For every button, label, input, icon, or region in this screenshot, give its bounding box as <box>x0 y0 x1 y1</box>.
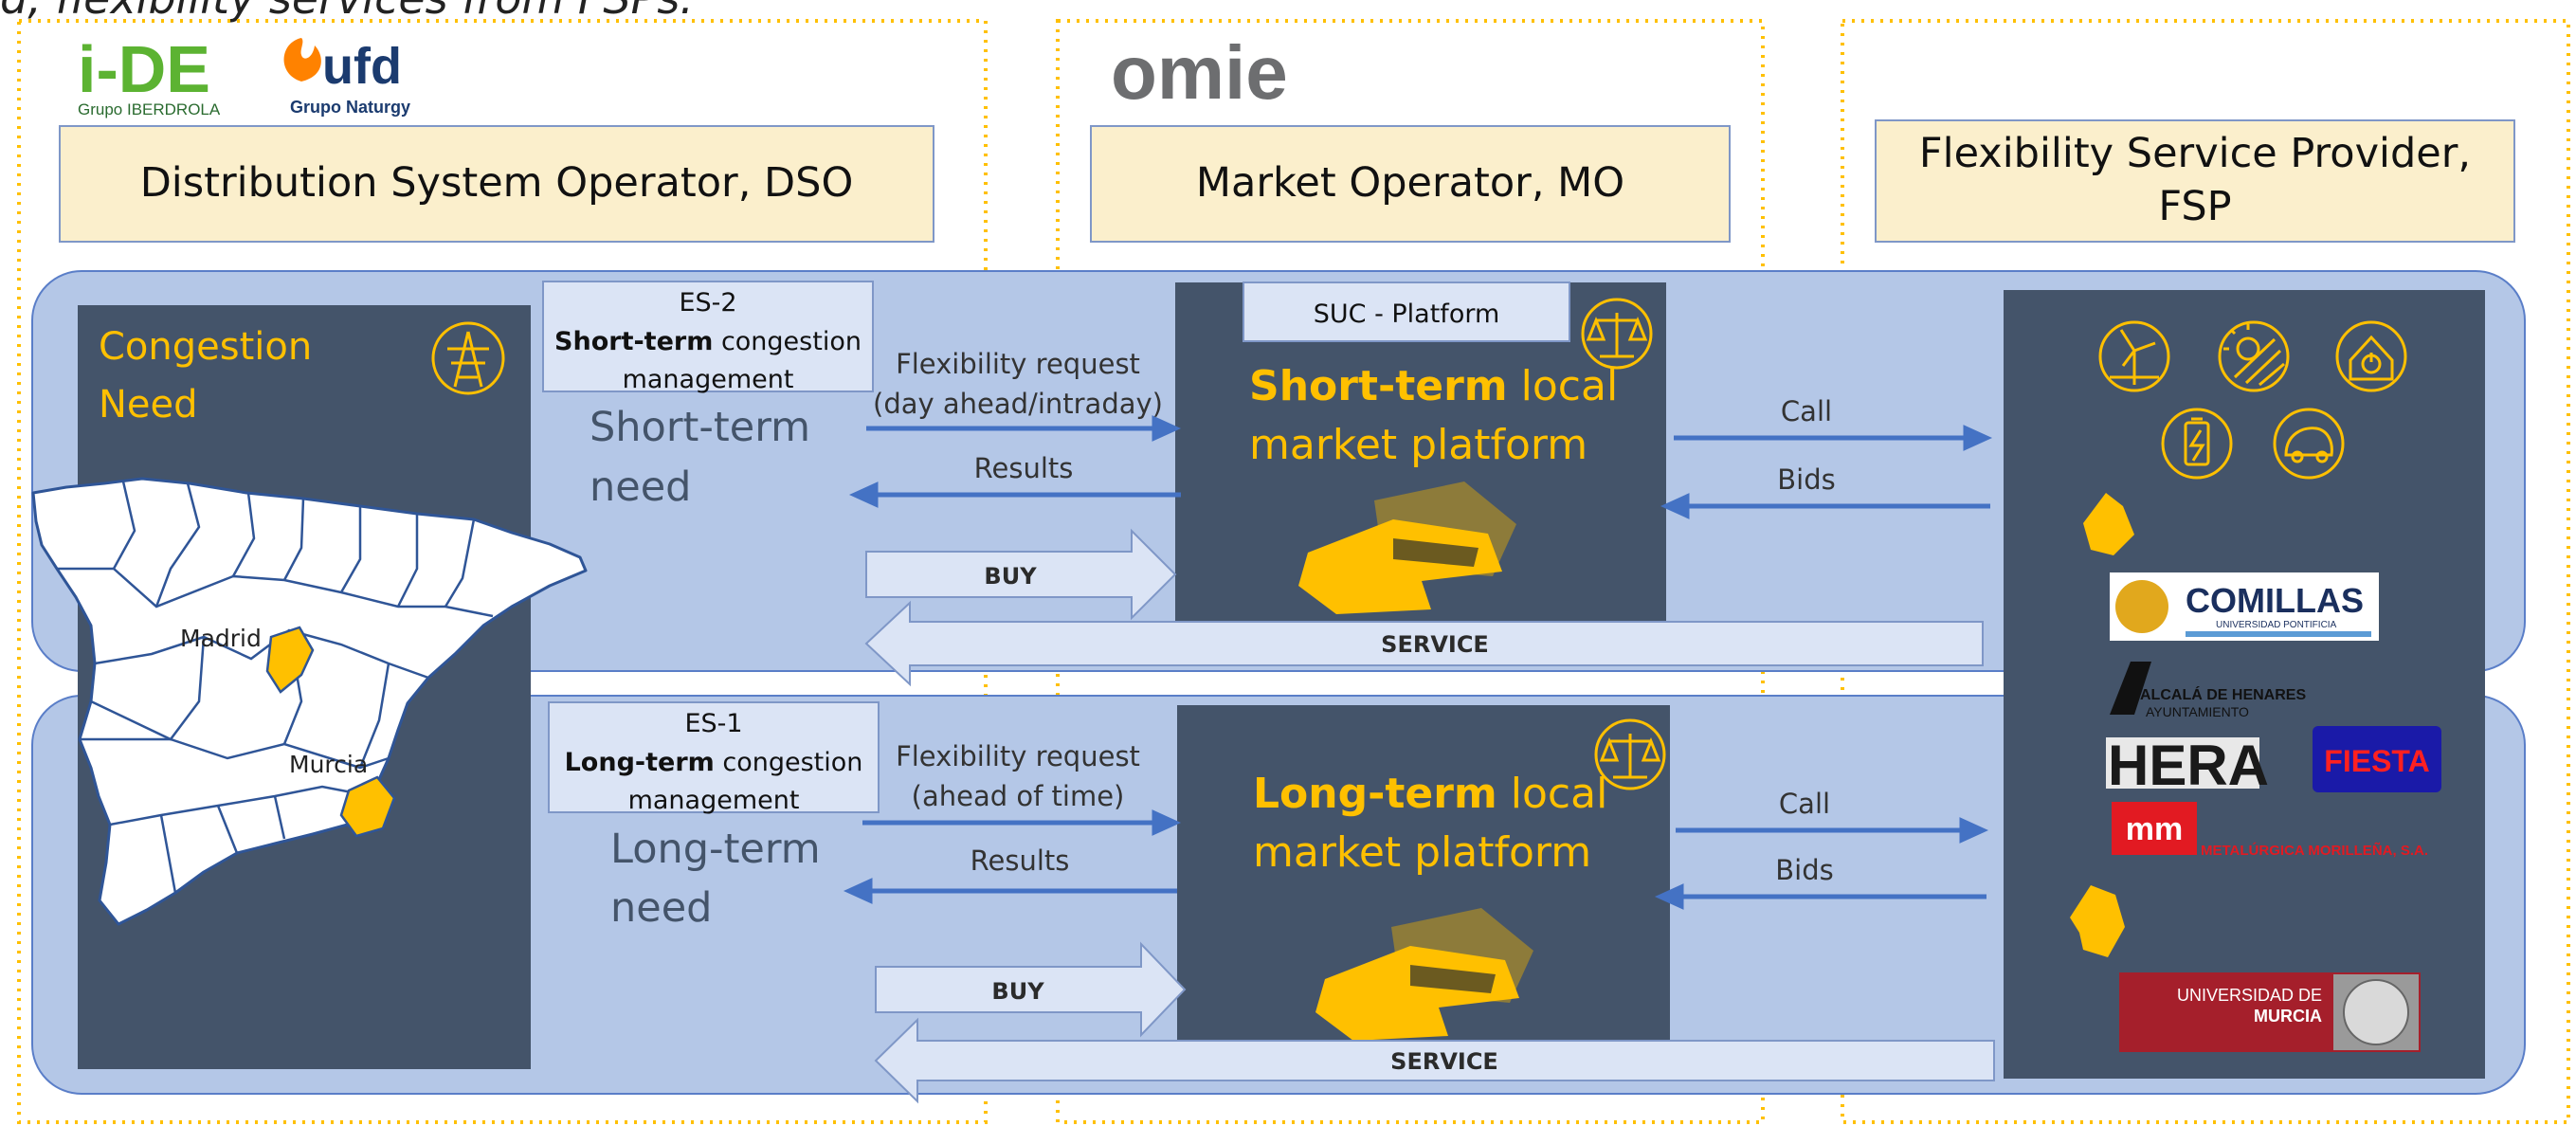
long-buy-label: BUY <box>991 978 1044 1005</box>
short-term-need-line2: need <box>590 463 691 511</box>
short-results-label: Results <box>974 452 1074 484</box>
ufd-group: Grupo Naturgy <box>290 98 410 117</box>
ide-group: Grupo IBERDROLA <box>78 100 221 118</box>
scale-icon <box>1594 718 1666 790</box>
murcia-uni-line1: UNIVERSIDAD DE <box>2177 986 2322 1005</box>
short-service-label: SERVICE <box>1381 631 1489 658</box>
mo-header: Market Operator, MO <box>1090 125 1731 243</box>
scale-icon <box>1581 298 1653 370</box>
suc-platform-box <box>1243 282 1570 342</box>
short-request-line1: Flexibility request <box>896 348 1140 380</box>
battery-icon <box>2161 408 2233 480</box>
es2-code: ES-2 <box>679 288 737 318</box>
ufd-brand: ufd <box>322 38 402 95</box>
long-service-label: SERVICE <box>1390 1048 1498 1075</box>
long-results-label: Results <box>971 844 1070 877</box>
fiesta-logo: FIESTA <box>2313 726 2441 792</box>
mm-text: METALÚRGICA MORILLEÑA, S.A. <box>2201 842 2428 859</box>
long-term-need-line1: Long-term <box>610 826 821 873</box>
es1-title: Long-term congestion <box>550 744 878 783</box>
es2-title: Short-term congestion <box>544 323 872 362</box>
short-service-arrow <box>864 600 1984 687</box>
comillas-name: COMILLAS <box>2186 581 2364 620</box>
mm-mark: mm <box>2126 811 2183 847</box>
spain-map: Madrid Murcia <box>31 477 588 926</box>
es2-title-bold: Short-term <box>554 326 714 356</box>
es1-title-bold: Long-term <box>564 747 715 777</box>
short-term-need-line1: Short-term <box>590 404 810 451</box>
ufd-logo: ufd Grupo Naturgy <box>283 38 410 117</box>
metalurgica-logo: mm METALÚRGICA MORILLEÑA, S.A. <box>2112 802 2428 859</box>
es2-line3: management <box>622 365 794 394</box>
long-request-line2: (ahead of time) <box>912 780 1125 812</box>
solar-panel-icon <box>2218 320 2290 392</box>
congestion-line1: Congestion <box>99 325 312 369</box>
madrid-small-icon <box>2083 493 2134 555</box>
es1-title-rest: congestion <box>714 747 863 777</box>
short-term-platform-line2: market platform <box>1249 421 1587 469</box>
long-request-line1: Flexibility request <box>896 740 1140 772</box>
smart-home-icon <box>2335 320 2407 392</box>
ide-logo: i-DE Grupo IBERDROLA <box>78 32 221 118</box>
es1-code: ES-1 <box>684 709 743 738</box>
comillas-sub: UNIVERSIDAD PONTIFICIA <box>2216 620 2337 630</box>
suc-platform-label: SUC - Platform <box>1314 300 1500 329</box>
long-service-arrow <box>874 1017 1995 1104</box>
long-bids-label: Bids <box>1775 854 1833 886</box>
fsp-header-line1: Flexibility Service Provider, <box>1918 130 2472 178</box>
dso-header: Distribution System Operator, DSO <box>59 125 934 243</box>
short-buy-label: BUY <box>984 563 1037 590</box>
murcia-label: Murcia <box>289 751 368 778</box>
alcala-mark-icon <box>2110 662 2151 715</box>
electric-vehicle-icon <box>2273 408 2345 480</box>
es2-title-rest: congestion <box>713 326 862 356</box>
universidad-murcia-logo: UNIVERSIDAD DE MURCIA <box>2119 972 2421 1052</box>
alcala-line2: AYUNTAMIENTO <box>2146 704 2249 719</box>
alcala-logo: ALCALÁ DE HENARES AYUNTAMIENTO <box>2110 662 2306 719</box>
long-term-platform-line2: market platform <box>1253 828 1591 877</box>
wind-turbine-icon <box>2098 320 2170 392</box>
madrid-label: Madrid <box>180 625 262 652</box>
fsp-header: Flexibility Service Provider, FSP <box>1875 119 2515 243</box>
short-bids-label: Bids <box>1777 463 1835 496</box>
short-buy-arrow <box>865 528 1177 621</box>
block-arrows <box>864 528 1995 1104</box>
long-term-platform-line1: Long-term local <box>1253 770 1607 818</box>
short-term-platform-line1: Short-term local <box>1249 362 1618 410</box>
long-call-label: Call <box>1779 788 1830 820</box>
ufd-flame-icon <box>283 38 321 82</box>
murcia-region <box>339 775 396 838</box>
comillas-logo: COMILLAS UNIVERSIDAD PONTIFICIA <box>2110 572 2379 641</box>
fsp-panel <box>2004 290 2485 1079</box>
murcia-seal-icon <box>2343 979 2409 1045</box>
flow-arrows <box>843 415 1993 910</box>
long-term-need-line2: need <box>610 884 712 932</box>
transmission-tower-icon <box>431 321 505 395</box>
omie-brand: omie <box>1111 30 1288 115</box>
short-request-line2: (day ahead/intraday) <box>873 388 1163 420</box>
comillas-crest-icon <box>2115 580 2168 633</box>
es1-label-box: ES-1 Long-term congestion management <box>548 701 880 815</box>
murcia-uni-line2: MURCIA <box>2254 1007 2322 1026</box>
fsp-header-line2: FSP <box>2158 183 2232 230</box>
es2-label-box: ES-2 Short-term congestion management <box>542 281 874 394</box>
es1-line3: management <box>627 786 800 815</box>
madrid-region <box>265 626 315 694</box>
fiesta-text: FIESTA <box>2324 744 2429 778</box>
omie-logo: omie <box>1111 30 1288 115</box>
long-buy-arrow <box>875 941 1187 1038</box>
alcala-line1: ALCALÁ DE HENARES <box>2140 685 2306 703</box>
short-call-label: Call <box>1781 395 1832 427</box>
ide-brand: i-DE <box>78 32 210 106</box>
hera-text: HERA <box>2108 734 2269 797</box>
murcia-small-icon <box>2070 885 2125 957</box>
hera-logo: HERA <box>2106 734 2269 797</box>
fsp-column-border <box>1841 19 2570 1124</box>
congestion-line2: Need <box>99 383 198 427</box>
